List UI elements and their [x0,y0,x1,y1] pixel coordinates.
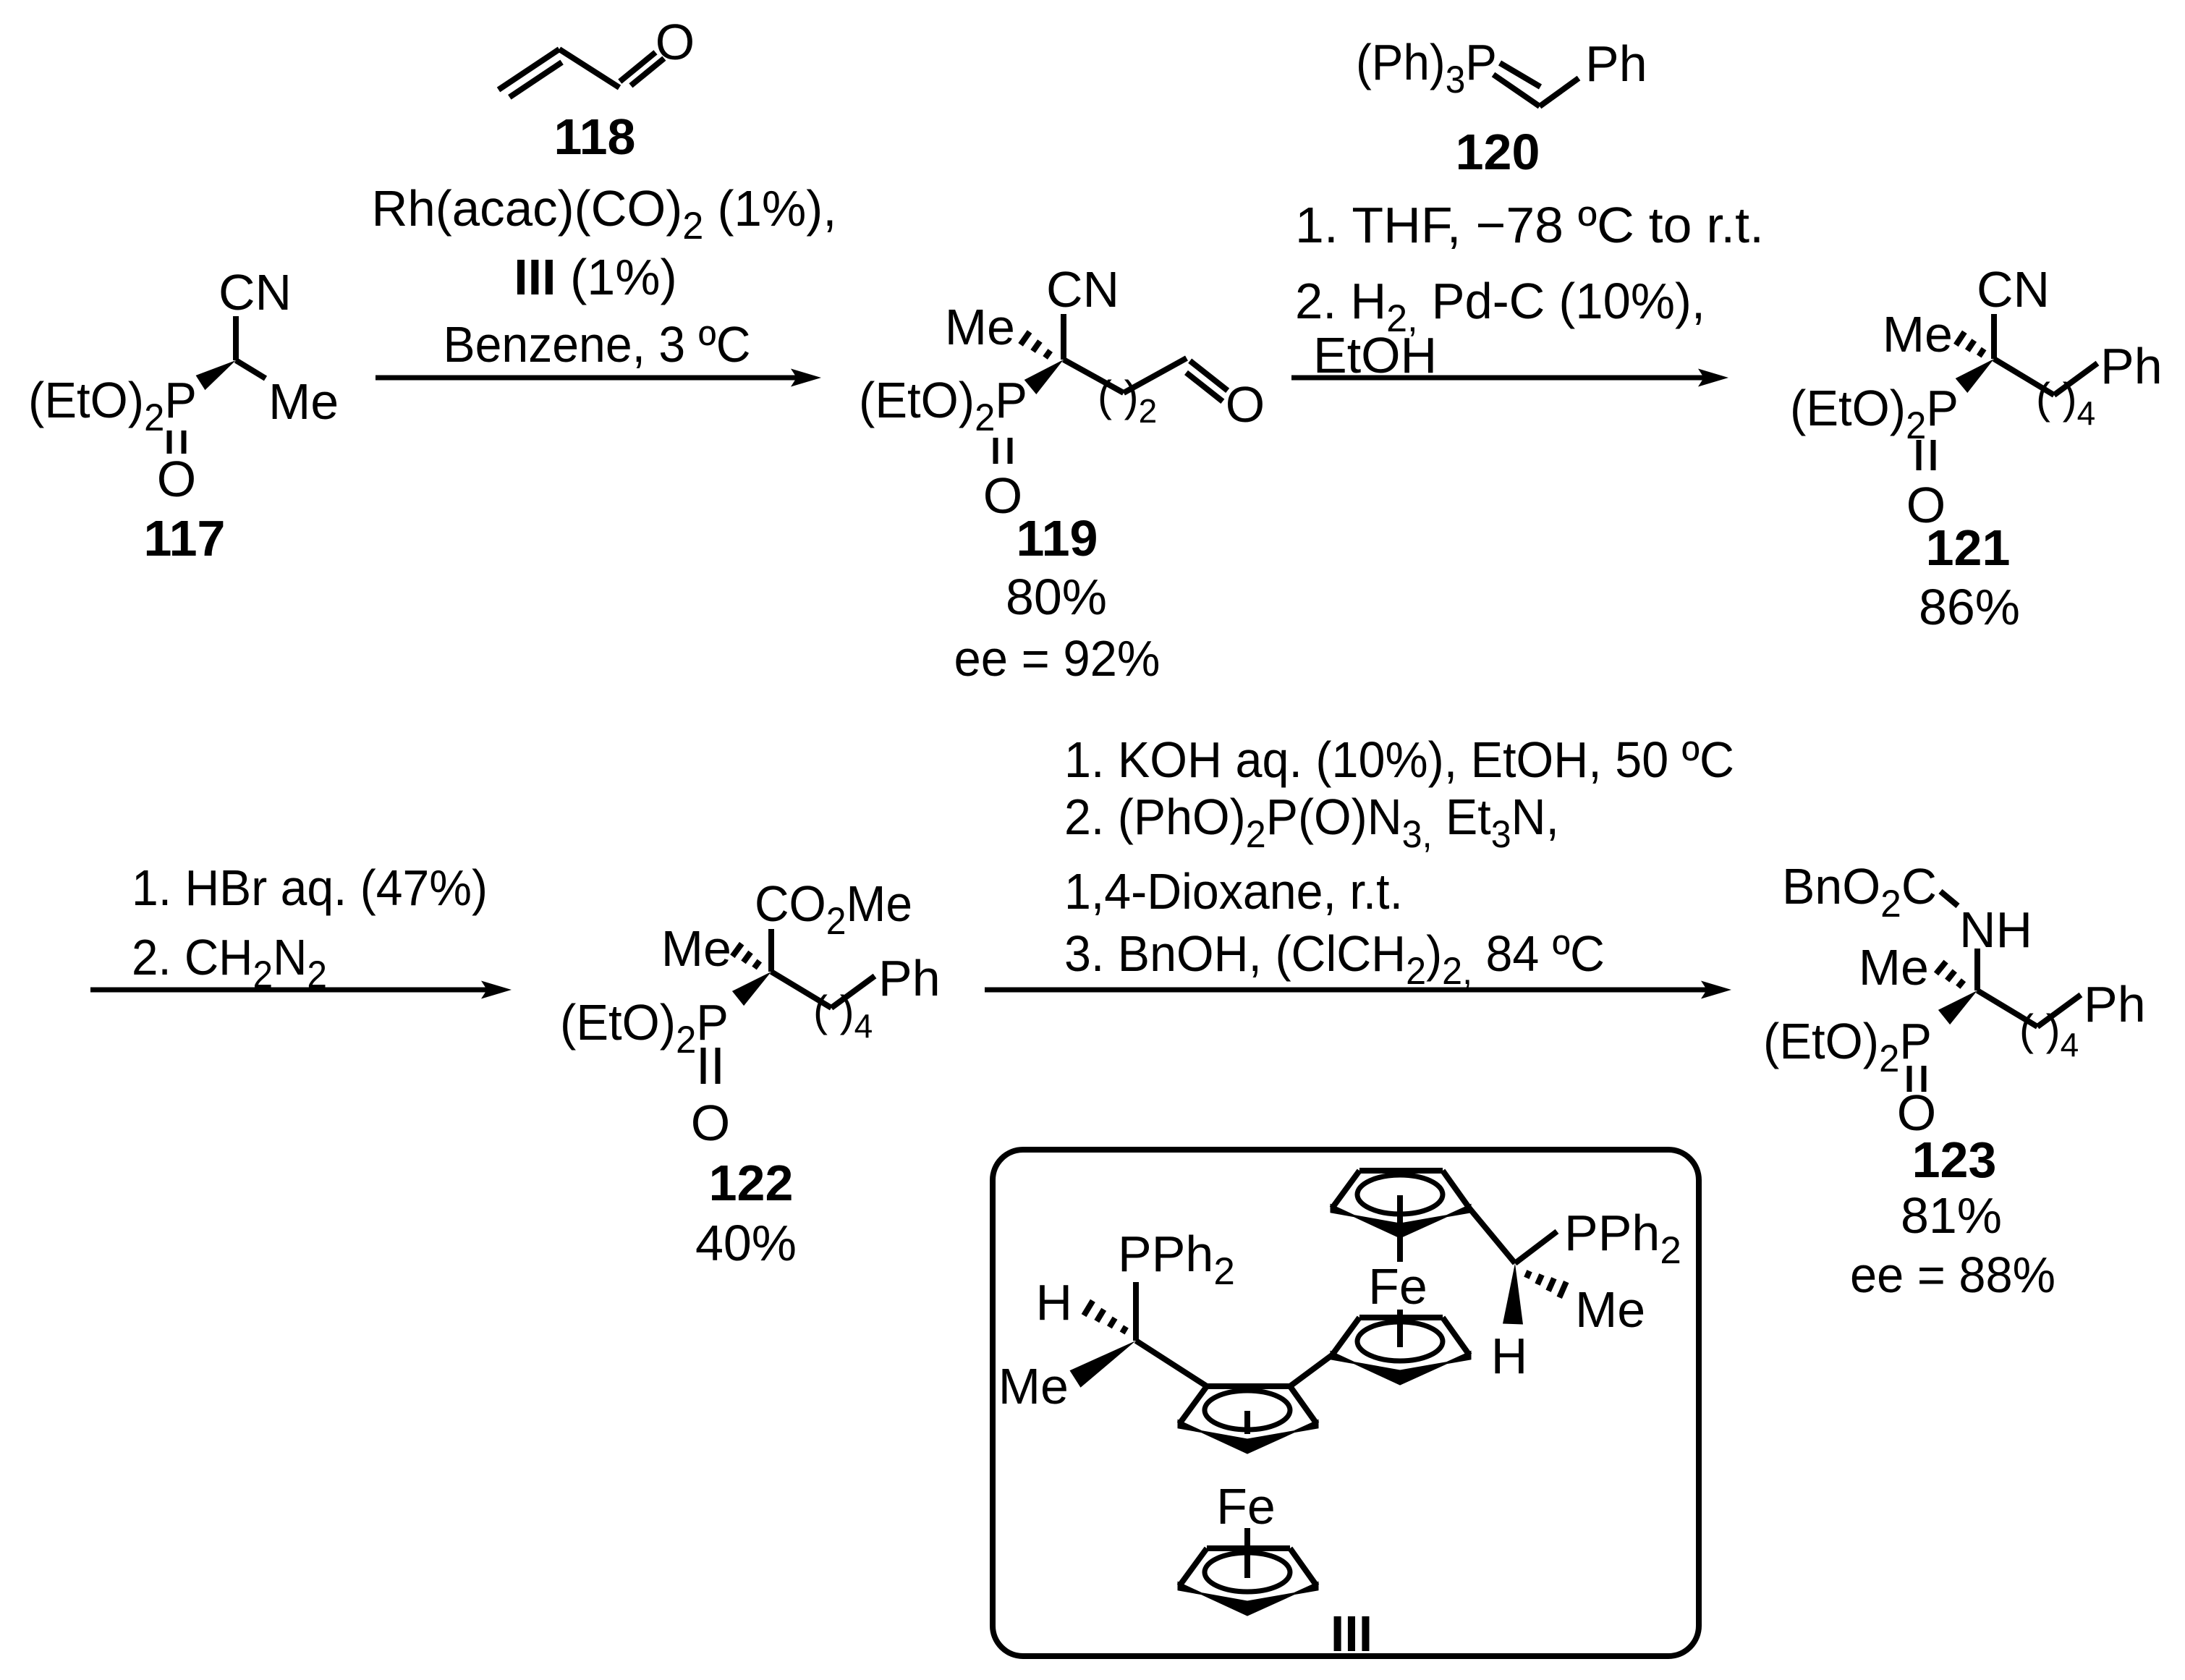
svg-text:O: O [691,1095,730,1151]
svg-text:Me: Me [1859,939,1929,996]
svg-text:1. THF, −78 ºC to r.t.: 1. THF, −78 ºC to r.t. [1295,197,1764,253]
svg-text:PPh2: PPh2 [1564,1205,1681,1272]
svg-text:H: H [1035,1274,1072,1331]
svg-text:117: 117 [144,510,226,567]
svg-text:Me: Me [998,1358,1069,1414]
svg-text:(Ph)3P: (Ph)3P [1356,34,1497,101]
svg-text:2. CH2N2: 2. CH2N2 [132,929,327,996]
svg-text:Me: Me [268,373,339,430]
svg-text:Ph: Ph [1585,35,1647,92]
svg-text:III: III [1331,1605,1372,1662]
svg-text:(EtO)2P: (EtO)2P [1790,380,1959,447]
svg-text:Ph: Ph [2084,976,2146,1032]
svg-text:O: O [1226,376,1265,433]
svg-text:(EtO)2P: (EtO)2P [28,372,197,439]
svg-text:121: 121 [1926,519,2011,576]
svg-text:80%: 80% [1006,569,1107,625]
svg-text:Me: Me [1883,306,1953,362]
svg-text:(EtO)2P: (EtO)2P [1763,1013,1932,1080]
svg-text:Me: Me [945,299,1015,355]
svg-text:CN: CN [1046,261,1119,318]
svg-text:CN: CN [218,264,292,321]
svg-text:H: H [1491,1328,1528,1384]
svg-text:1. KOH aq. (10%), EtOH, 50 ºC: 1. KOH aq. (10%), EtOH, 50 ºC [1064,731,1734,788]
svg-text:2. H2, Pd-C (10%),: 2. H2, Pd-C (10%), [1295,273,1705,340]
svg-text:PPh2: PPh2 [1118,1226,1235,1293]
svg-text:119: 119 [1017,510,1098,567]
svg-text:1. HBr aq. (47%): 1. HBr aq. (47%) [132,860,488,916]
svg-text:( )2: ( )2 [1098,372,1157,430]
svg-text:O: O [1906,477,1946,533]
svg-text:NH: NH [1959,901,2032,958]
svg-text:O: O [983,467,1022,524]
svg-text:123: 123 [1912,1132,1997,1188]
svg-text:III (1%): III (1%) [514,249,677,305]
svg-text:Ph: Ph [878,950,941,1006]
svg-text:Ph: Ph [2100,338,2163,394]
svg-text:Me: Me [661,920,731,977]
svg-text:3. BnOH, (ClCH2)2, 84 ºC: 3. BnOH, (ClCH2)2, 84 ºC [1064,925,1605,993]
svg-text:O: O [656,14,695,70]
svg-text:Benzene, 3 ºC: Benzene, 3 ºC [444,316,751,373]
svg-text:Fe: Fe [1368,1258,1427,1315]
svg-text:86%: 86% [1919,579,2020,635]
svg-text:O: O [1897,1085,1936,1141]
svg-text:Fe: Fe [1216,1478,1276,1535]
svg-text:Rh(acac)(CO)2 (1%),: Rh(acac)(CO)2 (1%), [372,180,837,247]
svg-text:ee = 88%: ee = 88% [1850,1247,2055,1303]
svg-text:(EtO)2P: (EtO)2P [560,994,729,1061]
svg-text:1,4-Dioxane, r.t.: 1,4-Dioxane, r.t. [1064,863,1403,920]
svg-text:ee = 92%: ee = 92% [954,630,1161,687]
svg-text:122: 122 [709,1155,794,1211]
svg-text:40%: 40% [695,1215,797,1271]
svg-text:81%: 81% [1901,1187,2002,1244]
svg-text:CO2Me: CO2Me [755,875,912,943]
svg-text:118: 118 [554,109,636,165]
svg-text:Me: Me [1575,1281,1645,1338]
svg-text:2. (PhO)2P(O)N3, Et3N,: 2. (PhO)2P(O)N3, Et3N, [1064,789,1559,856]
svg-text:(EtO)2P: (EtO)2P [859,372,1027,439]
svg-text:120: 120 [1456,124,1540,180]
svg-text:CN: CN [1977,261,2050,318]
svg-text:EtOH: EtOH [1313,327,1437,383]
svg-text:O: O [157,451,196,507]
svg-text:BnO2C: BnO2C [1782,858,1937,925]
